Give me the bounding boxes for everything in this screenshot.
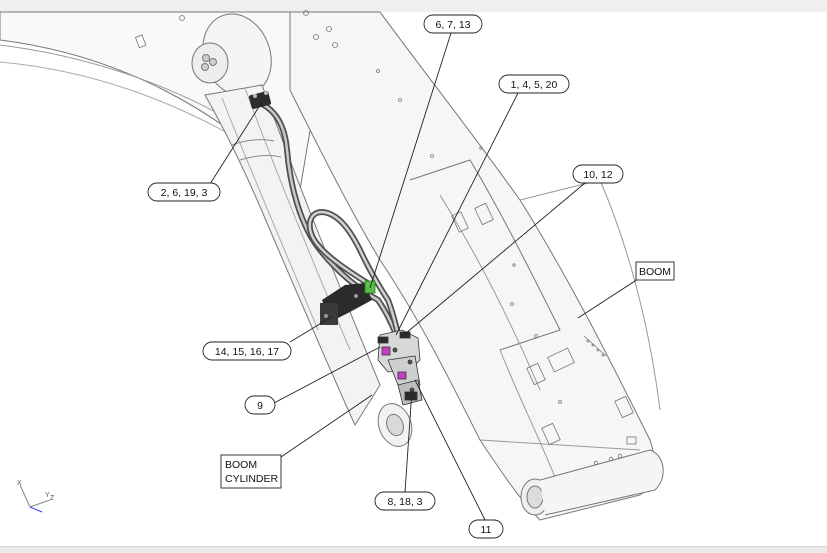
bottom-status-strip — [0, 546, 827, 553]
callout-1-4-5-20: 1, 4, 5, 20 — [498, 74, 570, 94]
leader-8-18-3 — [404, 389, 413, 493]
svg-text:BOOM: BOOM — [225, 459, 257, 471]
svg-text:8, 18, 3: 8, 18, 3 — [387, 496, 422, 508]
svg-text:CYLINDER: CYLINDER — [225, 473, 279, 485]
leader-boom-cylinder — [280, 394, 373, 458]
boom-cylinder — [191, 13, 413, 447]
top-toolbar-strip — [0, 0, 827, 12]
label-boom: BOOM — [635, 261, 675, 281]
leader-11 — [414, 379, 486, 521]
svg-text:X: X — [17, 480, 22, 487]
svg-text:14, 15, 16, 17: 14, 15, 16, 17 — [215, 346, 279, 358]
label-boom-cylinder: BOOM CYLINDER — [220, 454, 282, 489]
svg-text:9: 9 — [257, 400, 263, 412]
callout-10-12: 10, 12 — [572, 164, 624, 184]
svg-text:2, 6, 19, 3: 2, 6, 19, 3 — [161, 187, 208, 199]
valve-block — [377, 329, 423, 406]
svg-text:6, 7, 13: 6, 7, 13 — [435, 19, 470, 31]
svg-text:Y: Y — [45, 492, 50, 499]
leader-boom — [577, 278, 639, 319]
svg-text:Z: Z — [50, 495, 55, 502]
svg-text:11: 11 — [481, 524, 492, 536]
leader-9 — [273, 346, 381, 404]
leader-1-4-5-20 — [395, 92, 519, 336]
svg-text:10, 12: 10, 12 — [583, 169, 612, 181]
callout-2-6-19-3: 2, 6, 19, 3 — [147, 182, 221, 202]
hose-assembly — [257, 100, 400, 335]
leader-2-6-19-3 — [209, 101, 263, 185]
callout-9: 9 — [244, 395, 276, 415]
boom-details — [134, 10, 637, 466]
leader-lines — [209, 32, 639, 521]
callout-6-7-13: 6, 7, 13 — [423, 14, 483, 34]
svg-text:BOOM: BOOM — [639, 266, 671, 278]
leader-14-15-16-17 — [289, 315, 334, 343]
leader-6-7-13 — [369, 32, 452, 289]
axis-triad: X Y Z — [17, 480, 55, 513]
svg-text:1, 4, 5, 20: 1, 4, 5, 20 — [511, 79, 558, 91]
top-hose-clamp — [248, 91, 272, 109]
callout-14-15-16-17: 14, 15, 16, 17 — [202, 341, 292, 361]
callout-11: 11 — [468, 519, 504, 539]
leader-10-12 — [404, 182, 586, 335]
callout-8-18-3: 8, 18, 3 — [374, 491, 436, 511]
